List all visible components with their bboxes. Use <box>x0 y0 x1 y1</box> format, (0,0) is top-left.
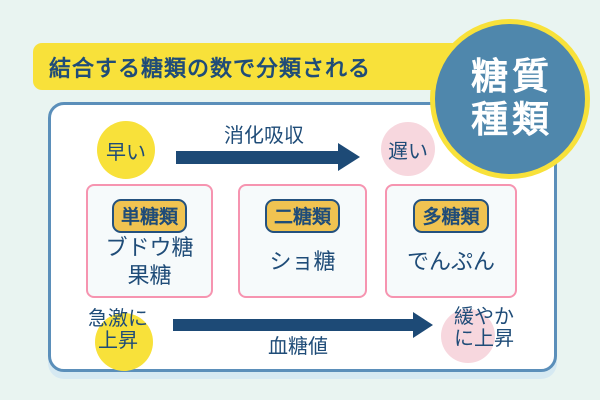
slow-circle: 遅い <box>381 122 435 176</box>
rapid-rise-label: 急激に 上昇 <box>58 308 178 352</box>
slow-label: 遅い <box>388 140 428 163</box>
digestion-arrow-right-icon <box>176 143 360 171</box>
card-item: ブドウ糖 <box>105 235 194 260</box>
card-body: ショ糖 <box>269 233 335 296</box>
card-body: ブドウ糖 果糖 <box>105 233 193 296</box>
category-label-badge: 単糖類 <box>111 199 187 233</box>
topic-badge: 糖質 種類 <box>430 19 590 179</box>
digestion-axis-label: 消化吸収 <box>224 125 304 147</box>
gradual-rise-label: 緩やか に上昇 <box>428 306 540 350</box>
blood-sugar-axis-label: 血糖値 <box>268 336 328 358</box>
card-item: 果糖 <box>127 262 172 288</box>
gradual-rise-line2: に上昇 <box>454 327 514 350</box>
card-disaccharides: 二糖類 ショ糖 <box>238 184 367 298</box>
rapid-rise-line2: 上昇 <box>98 329 138 352</box>
header-title: 結合する糖類の数で分類される <box>48 55 371 81</box>
gradual-rise-line1: 緩やか <box>454 306 514 328</box>
fast-label: 早い <box>106 141 146 164</box>
card-item: でんぷん <box>406 248 495 274</box>
card-body: でんぷん <box>407 233 495 296</box>
card-polysaccharides: 多糖類 でんぷん <box>385 184 517 298</box>
arrow-head <box>413 312 433 338</box>
rapid-rise-circle <box>95 313 153 371</box>
arrow-shaft <box>173 319 413 331</box>
topic-badge-line2: 種類 <box>471 99 553 140</box>
blood-sugar-arrow-right-icon <box>173 312 433 338</box>
fast-circle: 早い <box>97 121 155 179</box>
header-banner: 結合する糖類の数で分類される <box>33 43 463 90</box>
category-label-badge: 多糖類 <box>413 199 489 233</box>
card-item: ショ糖 <box>269 248 336 274</box>
gradual-rise-circle <box>441 309 495 363</box>
card-monosaccharides: 単糖類 ブドウ糖 果糖 <box>86 184 213 298</box>
rapid-rise-line1: 急激に <box>88 308 148 330</box>
category-label-badge: 二糖類 <box>264 199 340 233</box>
topic-badge-line1: 糖質 <box>471 56 553 98</box>
arrow-head <box>338 143 360 171</box>
arrow-shaft <box>176 150 338 164</box>
